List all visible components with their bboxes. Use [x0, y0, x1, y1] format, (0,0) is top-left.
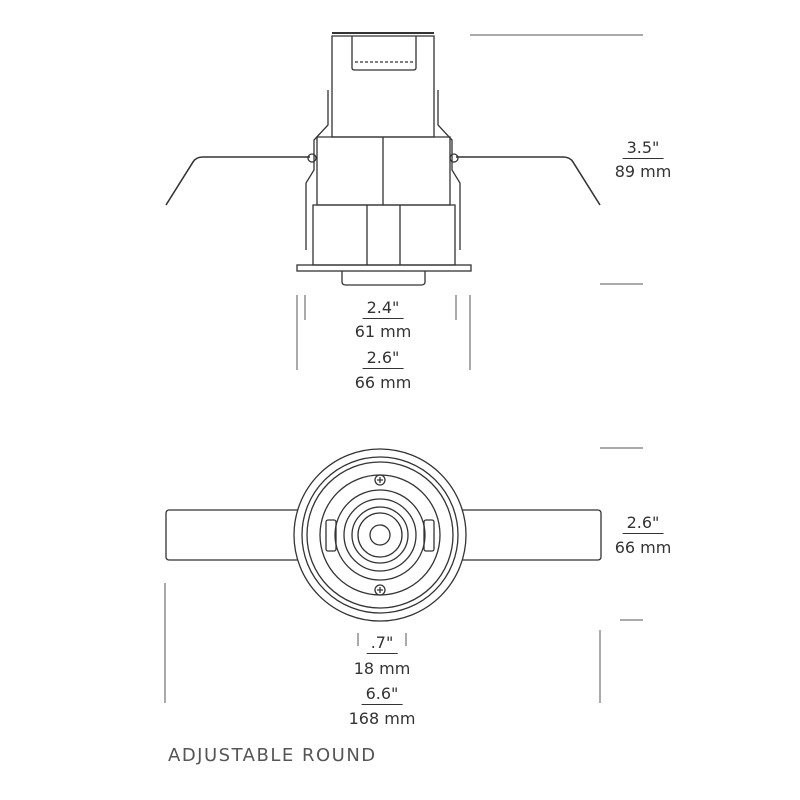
dimension-lines: [164, 34, 643, 703]
aperture-mm: 18 mm: [353, 659, 411, 678]
side-height-in: 3.5": [622, 138, 664, 159]
bottom-height-in-text: 2.6": [622, 513, 664, 534]
bottom-height-mm: 66 mm: [614, 538, 672, 557]
aperture-in-text: .7": [366, 633, 398, 654]
diagram-title: ADJUSTABLE ROUND: [168, 745, 377, 766]
side-outer-width-mm: 66 mm: [354, 373, 412, 392]
side-height-mm: 89 mm: [614, 162, 672, 181]
side-inner-width-in-text: 2.4": [362, 298, 404, 319]
bottom-width-in-text: 6.6": [361, 684, 403, 705]
bottom-view-fixture: [165, 448, 602, 622]
side-outer-width-in-text: 2.6": [362, 348, 404, 369]
bottom-height-in: 2.6": [622, 513, 664, 534]
bottom-width-in: 6.6": [361, 684, 403, 705]
bottom-width-mm: 168 mm: [348, 709, 416, 728]
side-inner-width-in: 2.4": [362, 298, 404, 319]
side-outer-width-in: 2.6": [362, 348, 404, 369]
side-view-fixture: [165, 32, 601, 286]
side-height-in-text: 3.5": [622, 138, 664, 159]
aperture-in: .7": [366, 633, 398, 654]
side-inner-width-mm: 61 mm: [354, 322, 412, 341]
